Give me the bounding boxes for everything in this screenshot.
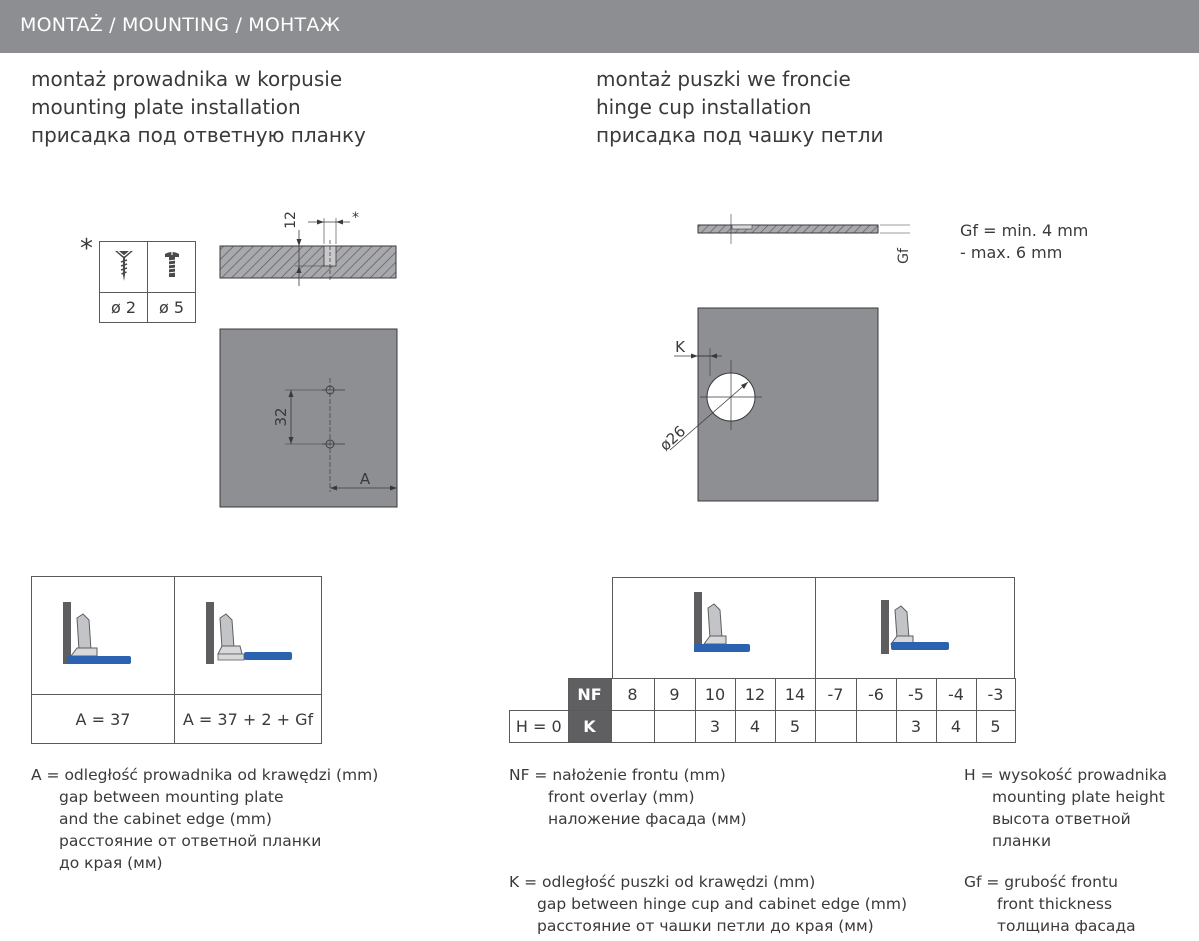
header-bar [0, 0, 1199, 53]
note-k-line: расстояние от чашки петли до края (мм) [537, 917, 874, 935]
nf-label-cell: NF [567, 678, 612, 711]
note-k-line: K = odległość puszki od krawędzi (mm) [509, 873, 816, 891]
plate-straight-cell [31, 576, 175, 695]
euro-screw-cell [147, 241, 196, 293]
hinge-type-header [612, 577, 1015, 679]
left-title-pl: montaż prowadnika w korpusie [31, 67, 343, 91]
screw-hole-upper [325, 385, 335, 395]
k-cell: 4 [935, 710, 977, 743]
page-title: MONTAŻ / MOUNTING / МОНТАЖ [20, 14, 341, 36]
note-h-line: H = wysokość prowadnika [964, 766, 1168, 784]
k-row: H = 0 K 3 4 5 3 4 5 [509, 710, 1016, 743]
k-cell: 4 [734, 710, 776, 743]
k-cell [855, 710, 897, 743]
note-a: A = odległość prowadnika od krawędzi (mm… [31, 764, 378, 874]
note-nf-line: наложение фасада (мм) [548, 810, 747, 828]
raised-plate-hinge-icon [206, 601, 292, 664]
right-title-ru: присадка под чашку петли [596, 123, 884, 147]
note-h-line: планки [992, 832, 1052, 850]
right-section-title: montaż puszki we froncie hinge cup insta… [596, 65, 884, 149]
nf-cell: 8 [610, 678, 655, 711]
dim-gf-label: Gf [896, 247, 910, 264]
note-h-line: высота ответной [992, 810, 1131, 828]
wood-screw-icon [114, 250, 133, 281]
note-a-line: расстояние от ответной планки [59, 832, 322, 850]
nf-cell: -7 [814, 678, 857, 711]
nf-k-table: NF 8 9 10 12 14 -7 -6 -5 -4 -3 H = 0 K 3… [509, 678, 1016, 743]
screw-dia-2: ø 2 [99, 292, 148, 323]
gf-range-note: Gf = min. 4 mm - max. 6 mm [960, 220, 1088, 264]
full-overlay-hinge-icon [694, 592, 750, 652]
nf-row: NF 8 9 10 12 14 -7 -6 -5 -4 -3 [510, 678, 1016, 711]
asterisk-mark: * [80, 234, 93, 264]
hinge-cup-drawing: Gf K ø26 [656, 214, 910, 502]
k-cell: 5 [774, 710, 816, 743]
note-k: K = odległość puszki od krawędzi (mm) ga… [509, 871, 907, 937]
plate-a-value-1: A = 37 [31, 694, 175, 744]
note-h-line: mounting plate height [992, 788, 1165, 806]
note-h: H = wysokość prowadnika mounting plate h… [964, 764, 1167, 852]
right-title-en: hinge cup installation [596, 95, 812, 119]
front-board-section [697, 224, 879, 234]
screw-dia-5: ø 5 [147, 292, 196, 323]
k-cell: 3 [694, 710, 736, 743]
screw-hole-lower [325, 439, 335, 449]
nf-cell: -4 [935, 678, 977, 711]
note-a-line: gap between mounting plate [59, 788, 284, 806]
plate-table: A = 37 A = 37 + 2 + Gf [31, 576, 322, 744]
gf-max-text: - max. 6 mm [960, 243, 1063, 262]
note-gf-line: front thickness [997, 895, 1113, 913]
right-title-pl: montaż puszki we froncie [596, 67, 851, 91]
h-zero-cell: H = 0 [509, 710, 569, 743]
k-cell [814, 710, 857, 743]
dim-32-label: 32 [272, 407, 290, 426]
wood-screw-cell [99, 241, 148, 293]
note-k-line: gap between hinge cup and cabinet edge (… [537, 895, 908, 913]
half-overlay-hinge-icon [881, 600, 949, 654]
nf-cell: 10 [694, 678, 736, 711]
left-section-title: montaż prowadnika w korpusie mounting pl… [31, 65, 366, 149]
cup-recess-section [731, 224, 753, 230]
nf-cell: -3 [975, 678, 1016, 711]
straight-plate-hinge-icon [63, 601, 131, 664]
note-gf-line: Gf = grubość frontu [964, 873, 1118, 891]
mounting-plate-drawing: 12 * 32 A [219, 210, 398, 508]
nf-cell: 9 [653, 678, 696, 711]
k-label-cell: K [567, 710, 612, 743]
dim-star-label: * [352, 210, 359, 226]
k-cell: 3 [895, 710, 937, 743]
note-gf-line: толщина фасада [997, 917, 1136, 935]
nf-cell: 14 [774, 678, 816, 711]
note-nf-line: NF = nałożenie frontu (mm) [509, 766, 726, 784]
nf-cell: -6 [855, 678, 897, 711]
left-title-en: mounting plate installation [31, 95, 301, 119]
plate-raised-cell [174, 576, 322, 695]
cabinet-board-section [219, 245, 397, 279]
dim-12-label: 12 [283, 211, 299, 229]
note-a-line: and the cabinet edge (mm) [59, 810, 272, 828]
dim-k-label: K [675, 338, 686, 356]
hinge-full-overlay-cell [612, 577, 816, 679]
screw-table: ø 2 ø 5 [99, 241, 196, 323]
k-cell: 5 [975, 710, 1016, 743]
dim-diameter-label: ø26 [656, 422, 689, 454]
left-title-ru: присадка под ответную планку [31, 123, 366, 147]
note-nf: NF = nałożenie frontu (mm) front overlay… [509, 764, 747, 830]
gf-min-text: Gf = min. 4 mm [960, 221, 1089, 240]
note-a-line: до края (мм) [59, 854, 163, 872]
nf-cell: 12 [734, 678, 776, 711]
note-a-line: A = odległość prowadnika od krawędzi (mm… [31, 766, 379, 784]
nf-cell: -5 [895, 678, 937, 711]
plate-a-value-2: A = 37 + 2 + Gf [174, 694, 322, 744]
euro-screw-icon [164, 250, 179, 277]
k-cell [610, 710, 655, 743]
hinge-half-overlay-cell [815, 577, 1015, 679]
cabinet-side-panel [219, 328, 398, 508]
note-gf: Gf = grubość frontu front thickness толщ… [964, 871, 1136, 937]
k-cell [653, 710, 696, 743]
dim-a-label: A [360, 470, 371, 488]
note-nf-line: front overlay (mm) [548, 788, 695, 806]
